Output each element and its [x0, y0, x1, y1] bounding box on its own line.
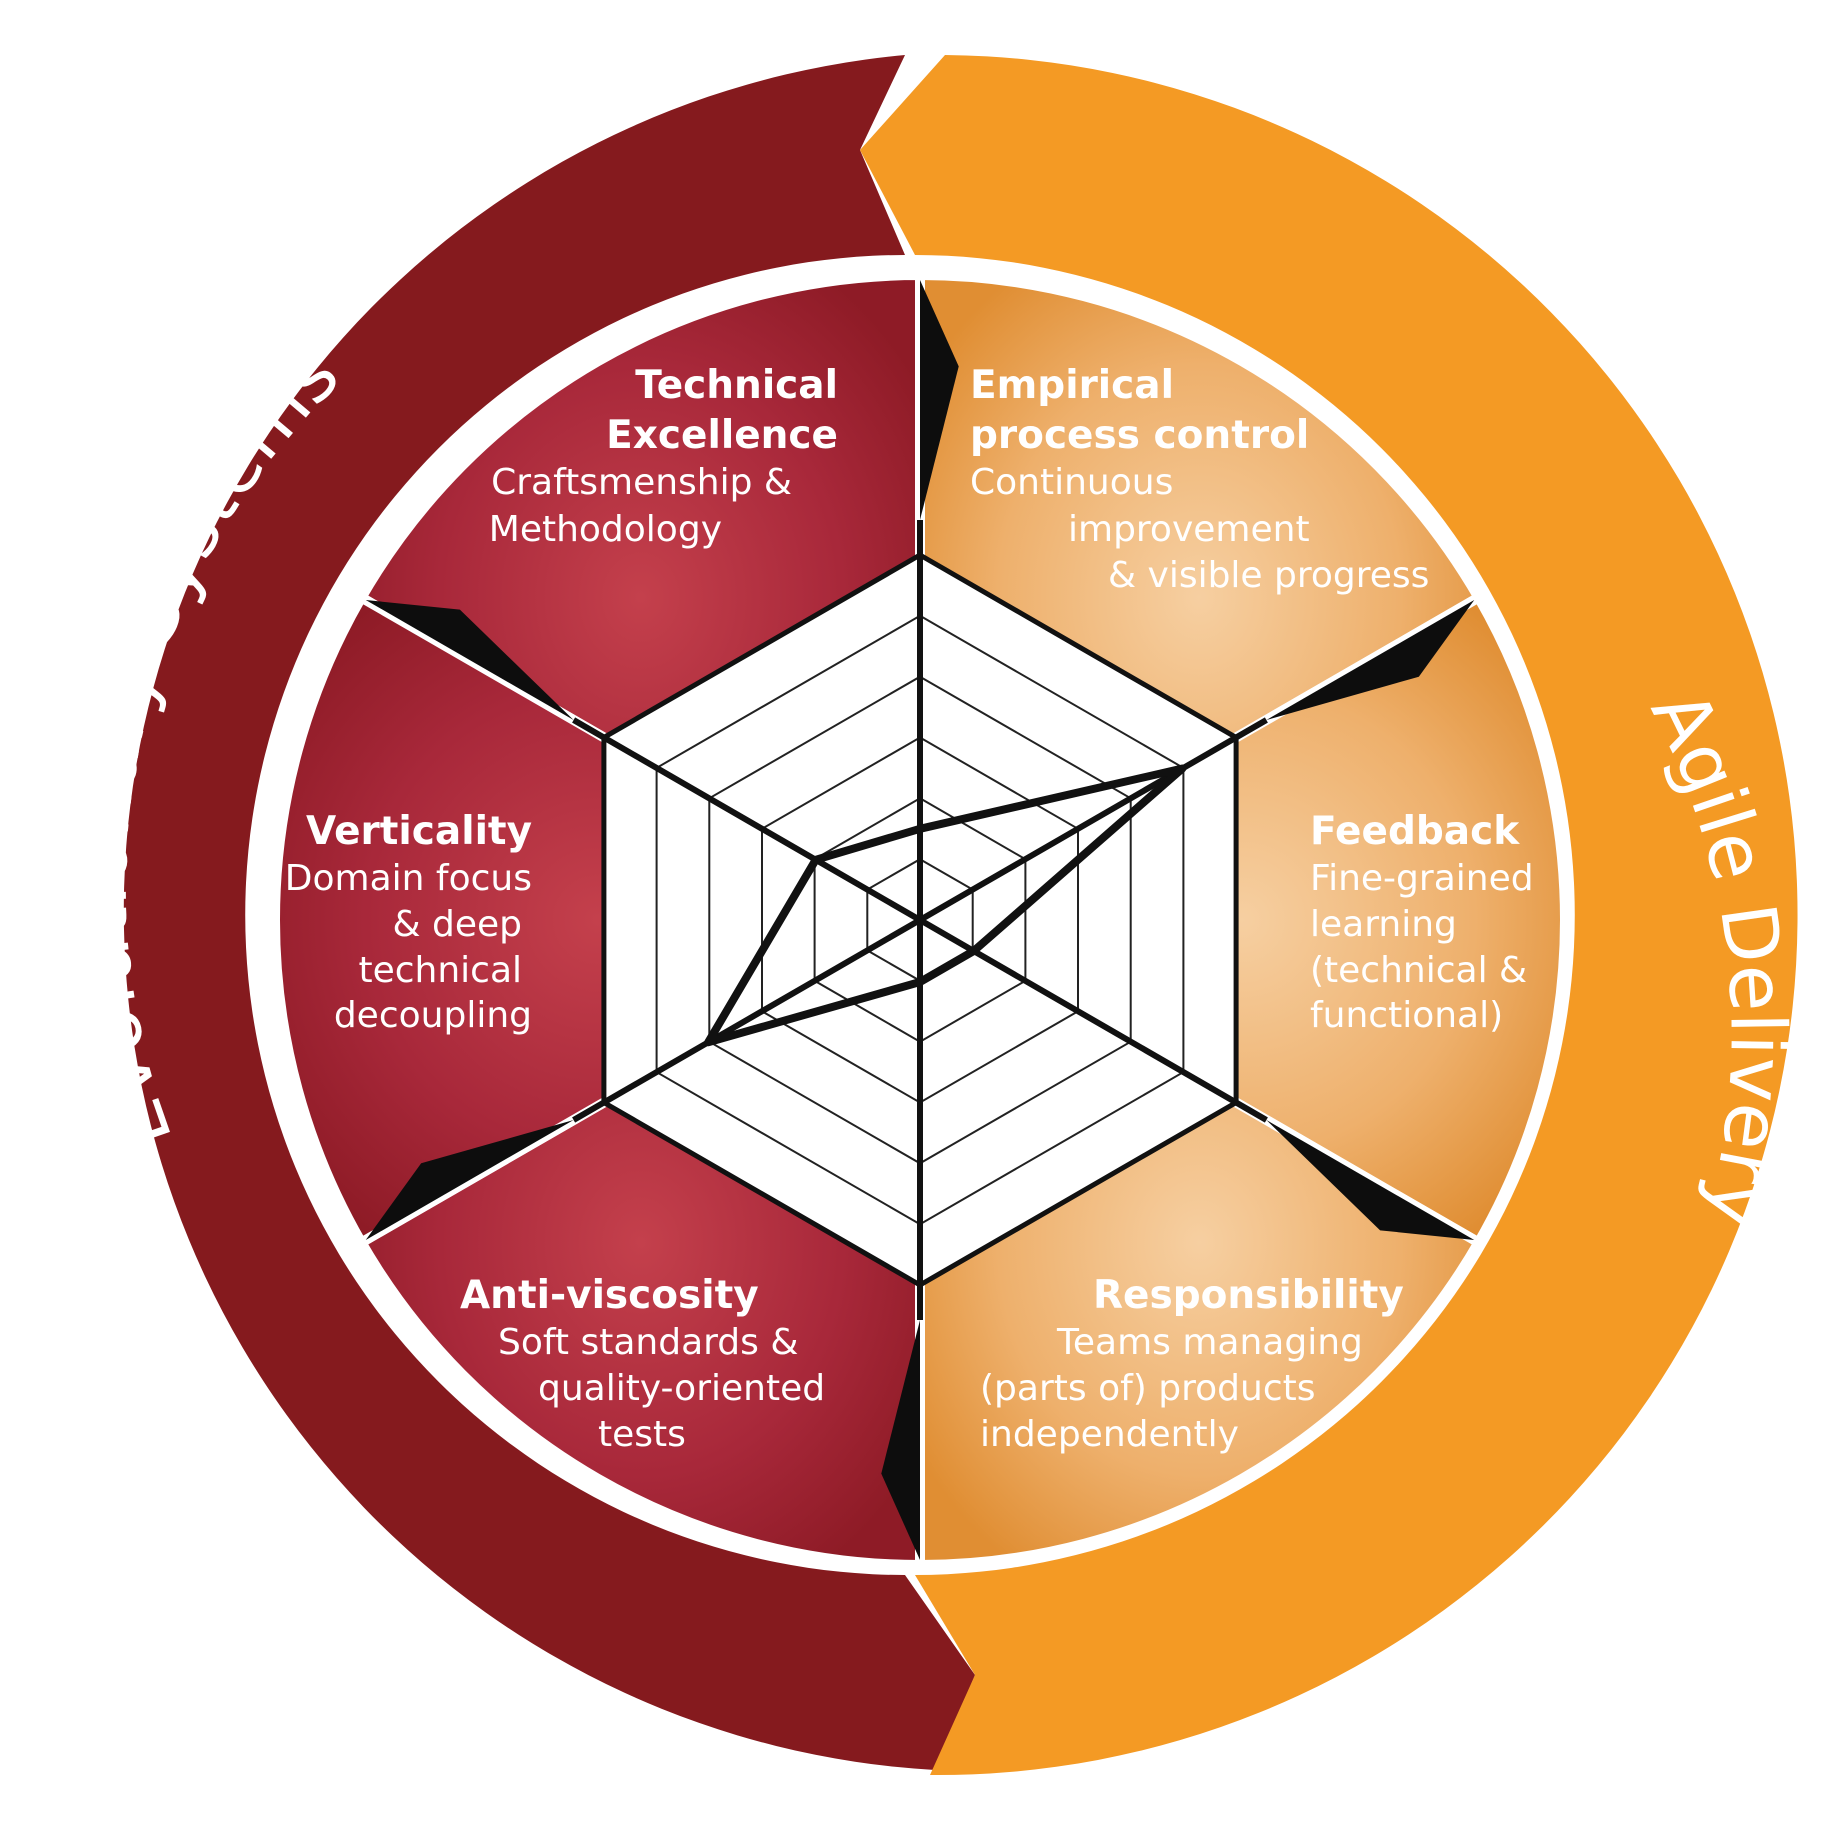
- feedback-title: Feedback: [1310, 809, 1520, 854]
- radar-axis-feedback: [918, 917, 1268, 1123]
- anti-viscosity-desc-3: tests: [598, 1414, 686, 1455]
- verticality-desc-2: & deep: [392, 904, 522, 945]
- separator-wedge: [920, 280, 959, 520]
- verticality-title: Verticality: [306, 809, 532, 854]
- segment-feedback: [909, 590, 1571, 1250]
- separator-wedge: [1266, 600, 1475, 720]
- responsibility-title: Responsibility: [1093, 1273, 1404, 1318]
- radar-axis-verticality: [572, 717, 922, 923]
- empirical-title-2: process control: [970, 413, 1309, 458]
- technical-excellence-title-2: Excellence: [606, 413, 838, 458]
- segment-separators: [365, 280, 1475, 1560]
- verticality-desc-3: technical: [358, 950, 522, 991]
- evolutionary-systems-ring: [123, 55, 975, 1770]
- separator-wedge: [881, 1320, 920, 1560]
- anti-viscosity-desc-1: Soft standards &: [498, 1322, 798, 1363]
- radar-web: [572, 520, 1268, 1320]
- radar-axis-anti-viscosity: [572, 917, 922, 1123]
- feedback-desc-1: Fine-grained: [1310, 858, 1534, 899]
- technical-excellence-title-1: Technical: [635, 363, 838, 408]
- empirical-title-1: Empirical: [970, 363, 1174, 408]
- separator-wedge: [365, 600, 574, 720]
- segments-group: [270, 269, 1571, 1571]
- feedback-desc-3: (technical &: [1310, 950, 1527, 991]
- radar-value-polygon: [704, 764, 1187, 1047]
- anti-viscosity-desc-2: quality-oriented: [538, 1368, 825, 1409]
- feedback-desc-4: functional): [1310, 995, 1503, 1036]
- agile-delivery-ring: [860, 55, 1798, 1776]
- separator-wedge: [365, 1120, 574, 1240]
- separator-wedge: [1266, 1120, 1475, 1240]
- empirical-desc-3: & visible progress: [1108, 555, 1429, 596]
- technical-excellence-desc-1: Craftsmenship &: [491, 462, 792, 503]
- radar-axis-empirical-process-control: [918, 717, 1268, 923]
- responsibility-desc-3: independently: [980, 1414, 1239, 1455]
- segment-verticality: [270, 590, 930, 1250]
- empirical-desc-1: Continuous: [970, 462, 1173, 503]
- responsibility-desc-1: Teams managing: [1056, 1322, 1363, 1363]
- empirical-desc-2: improvement: [1068, 509, 1310, 550]
- verticality-desc-4: decoupling: [334, 995, 532, 1036]
- feedback-desc-2: learning: [1310, 904, 1457, 945]
- anti-viscosity-title: Anti-viscosity: [460, 1273, 759, 1318]
- verticality-desc-1: Domain focus: [285, 858, 532, 899]
- technical-excellence-desc-2: Methodology: [489, 509, 722, 550]
- responsibility-desc-2: (parts of) products: [980, 1368, 1315, 1409]
